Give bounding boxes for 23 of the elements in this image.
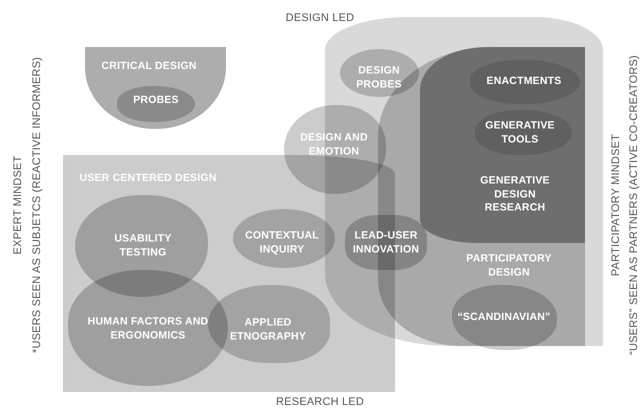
region-label: CONTEXTUAL INQUIRY [244, 229, 320, 257]
region-label: DESIGN PROBES [355, 64, 403, 92]
region-label: PARTICIPATORY DESIGN [465, 252, 553, 280]
region-label: USABILITY TESTING [113, 232, 173, 260]
axis-label: RESEARCH LED [276, 396, 364, 408]
region-label: GENERATIVE TOOLS [484, 119, 556, 147]
region-blob [340, 49, 419, 97]
region-label: LEAD-USER INNOVATION [352, 229, 420, 257]
axis-label: “USERS” SEEN AS PARTNERS (ACTIVE CO-CREATORS) [628, 55, 640, 355]
region-label: “SCANDINAVIAN” [456, 311, 552, 325]
region-label: ENACTMENTS [486, 75, 562, 89]
region-label: APPLIED ETNOGRAPHY [228, 316, 308, 344]
region-label: HUMAN FACTORS AND ERGONOMICS [86, 315, 210, 343]
axis-label: DESIGN LED [286, 12, 354, 24]
axis-label: EXPERT MINDSET [12, 156, 24, 254]
region-blob [117, 86, 195, 122]
axis-label: PARTICIPATORY MINDSET [610, 134, 622, 276]
region-label: CRITICAL DESIGN [100, 60, 198, 74]
region-label: GENERATIVE DESIGN RESEARCH [479, 174, 551, 216]
region-label: PROBES [132, 94, 180, 108]
region-blob [420, 47, 585, 243]
axis-label: *USERS SEEN AS SUBJETCS (REACTIVE INFORMERS) [31, 56, 43, 354]
region-label: DESIGN AND EMOTION [299, 131, 369, 159]
